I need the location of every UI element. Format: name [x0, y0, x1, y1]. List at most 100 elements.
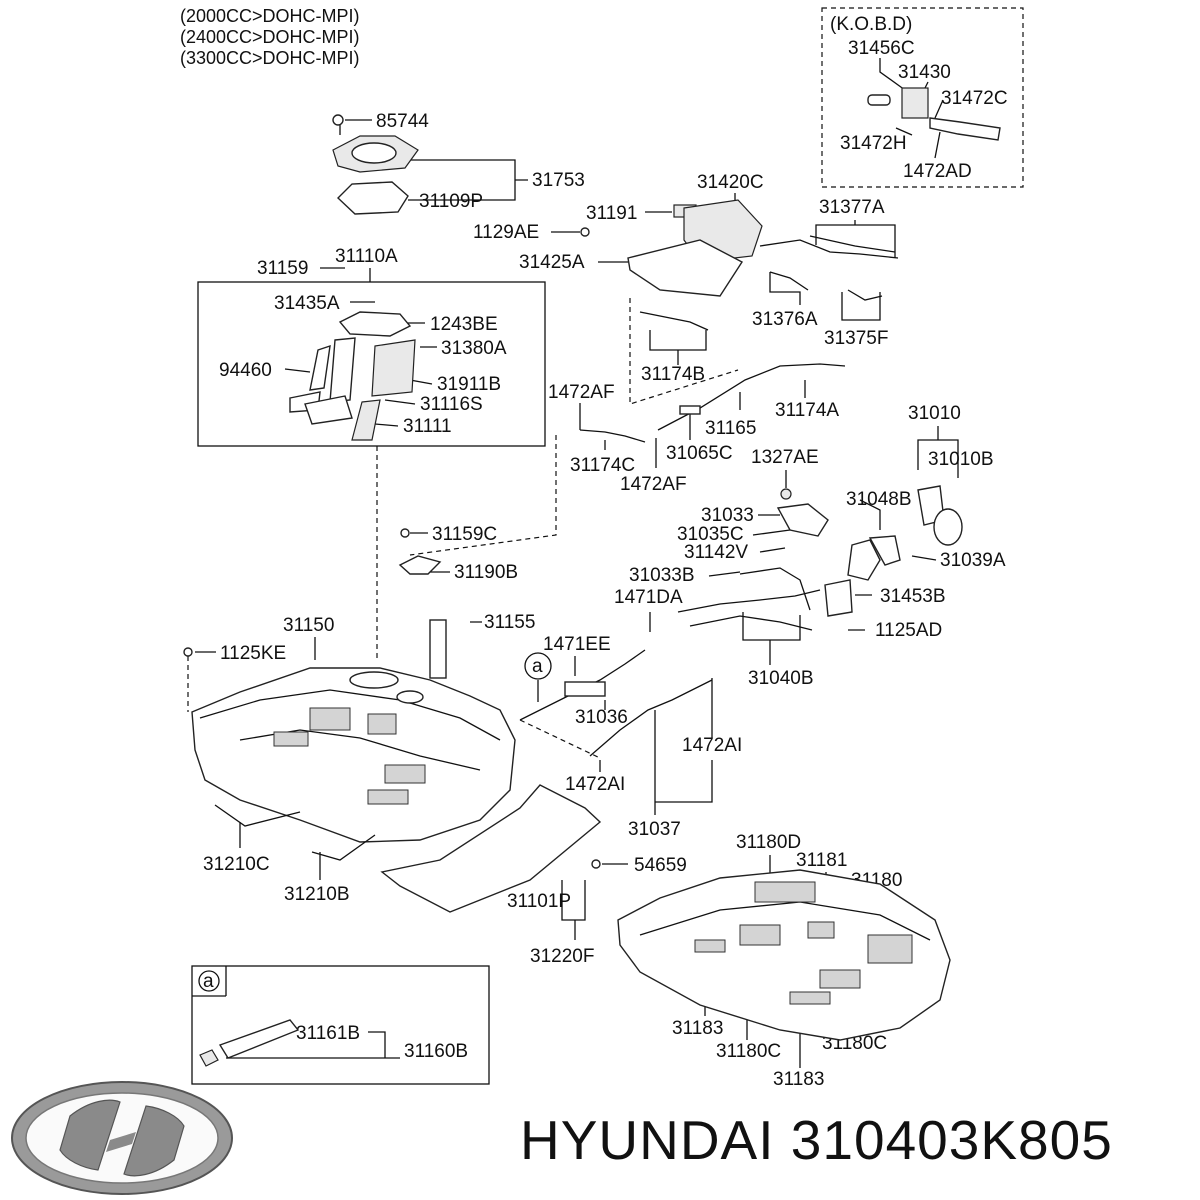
label-1327AE: 1327AE: [751, 447, 819, 468]
connector-31065C: [679, 405, 701, 415]
label-31377A: 31377A: [819, 197, 885, 218]
pad-31180D: [754, 881, 816, 903]
label-31420C: 31420C: [697, 172, 764, 193]
label-31435A: 31435A: [274, 293, 340, 314]
logo-h-bar: [106, 1132, 136, 1152]
canister-group: 31420C 31191 1129AE 31377A 31425A 31376A…: [473, 172, 899, 349]
vent-hose: [759, 239, 899, 259]
label-31380A: 31380A: [441, 338, 507, 359]
label-31110A: 31110A: [335, 246, 398, 267]
inset-a-tag: a: [203, 971, 214, 992]
label-31033: 31033: [701, 505, 754, 526]
vent-line-1471DA: [677, 589, 821, 613]
brand-part-number: HYUNDAI 310403K805: [520, 1109, 1113, 1171]
gasket-ring: [336, 181, 409, 215]
label-31210C: 31210C: [203, 854, 270, 875]
label-31472H: 31472H: [840, 133, 907, 154]
inset-a-circle: [198, 970, 220, 992]
label-54659: 54659: [634, 855, 687, 876]
vent-hose-2: [809, 235, 896, 253]
kobd-valve: [901, 87, 929, 119]
label-31010: 31010: [908, 403, 961, 424]
label-31150: 31150: [283, 615, 334, 636]
label-31039A: 31039A: [940, 550, 1006, 571]
label-31181: 31181: [796, 850, 847, 871]
label-1472AD: 1472AD: [903, 161, 972, 182]
plate-31190B: [398, 555, 442, 575]
label-1243BE: 1243BE: [430, 314, 498, 335]
label-1125KE: 1125KE: [220, 643, 286, 664]
fuel-tank-31150: [191, 667, 516, 843]
strainer-31116S: [304, 395, 353, 425]
kobd-dashed-box: [821, 7, 1024, 188]
kobd-hose: [929, 117, 1001, 141]
label-31430: 31430: [898, 62, 951, 83]
hose-31174C: [579, 429, 646, 443]
engine-line-3: (3300CC>DOHC-MPI): [180, 48, 360, 68]
pad-31180C: [739, 924, 781, 946]
label-1471DA: 1471DA: [614, 587, 683, 608]
label-31035C: 31035C: [677, 524, 744, 545]
pump-flange: [338, 311, 412, 337]
tank-sender-hole: [396, 690, 424, 704]
label-31160B: 31160B: [404, 1041, 468, 1062]
fuel-pump-31911B: [371, 339, 416, 397]
tank-pad-3: [273, 731, 309, 747]
label-31375F: 31375F: [824, 328, 888, 349]
pump-bracket: [329, 337, 356, 403]
label-31116S: 31116S: [420, 394, 483, 415]
straps-protector: 31210C 31210B 54659 31101P 31220F: [203, 784, 687, 967]
pad-31183-b: [789, 991, 831, 1005]
filler-pipe-31161B: [218, 1019, 300, 1059]
callout-a-circle: [524, 652, 552, 680]
nut-1327AE: [780, 488, 792, 500]
tank-top-parts: 31159C 31190B 31155 31150 1125KE 1471EE …: [183, 524, 742, 840]
tank-pump-hole: [349, 671, 399, 689]
pad-31183-a: [694, 939, 726, 953]
label-31456C: 31456C: [848, 38, 915, 59]
label-31036: 31036: [575, 707, 628, 728]
label-31161B: 31161B: [296, 1023, 360, 1044]
label-31191: 31191: [586, 203, 637, 224]
bolt-1125KE: [183, 647, 193, 657]
pump-module-box: [197, 281, 546, 447]
engine-line-2: (2400CC>DOHC-MPI): [180, 27, 360, 47]
label-31180C-a: 31180C: [716, 1041, 781, 1062]
inset-a: a 31161B 31160B: [191, 965, 490, 1085]
tank-body: [191, 667, 516, 843]
label-31010B: 31010B: [928, 449, 994, 470]
engine-header: (2000CC>DOHC-MPI) (2400CC>DOHC-MPI) (330…: [180, 6, 360, 68]
filler-tube-31036: [519, 649, 646, 721]
label-1472AI-b: 1472AI: [565, 774, 625, 795]
tank-variant-group: 31180D 31181 31180 31183 31180C 31180C 3…: [617, 832, 951, 1090]
label-31472C: 31472C: [941, 88, 1008, 109]
label-31101P: 31101P: [507, 891, 571, 912]
label-85744: 85744: [376, 111, 429, 132]
canister-bracket: [627, 239, 744, 297]
pad-31181: [807, 921, 835, 939]
hyundai-logo: [11, 1081, 233, 1195]
label-31155: 31155: [484, 612, 535, 633]
fuel-cap: [933, 508, 963, 546]
pipe-end: [199, 1049, 219, 1067]
label-31159: 31159: [257, 258, 308, 279]
bracket-31033: [776, 503, 829, 537]
label-31183-a: 31183: [672, 1018, 723, 1039]
label-31048B: 31048B: [846, 489, 912, 510]
nut-54659: [591, 859, 601, 869]
label-31037: 31037: [628, 819, 681, 840]
label-31109P: 31109P: [419, 191, 483, 212]
label-31376A: 31376A: [752, 309, 818, 330]
label-31033B: 31033B: [629, 565, 695, 586]
top-cover-group: 85744 31753 31109P: [332, 111, 585, 215]
filler-neck-group: 31010 31010B 1327AE 31033 31048B 31035C …: [614, 403, 1006, 689]
tank-pad-2: [367, 713, 397, 735]
sender-94460: [309, 344, 331, 391]
strap-31210C: [214, 804, 301, 827]
label-31210B: 31210B: [284, 884, 350, 905]
label-31040B: 31040B: [748, 668, 814, 689]
filler-housing: [847, 539, 881, 581]
logo-h-right: [123, 1105, 185, 1177]
label-31174C: 31174C: [570, 455, 635, 476]
